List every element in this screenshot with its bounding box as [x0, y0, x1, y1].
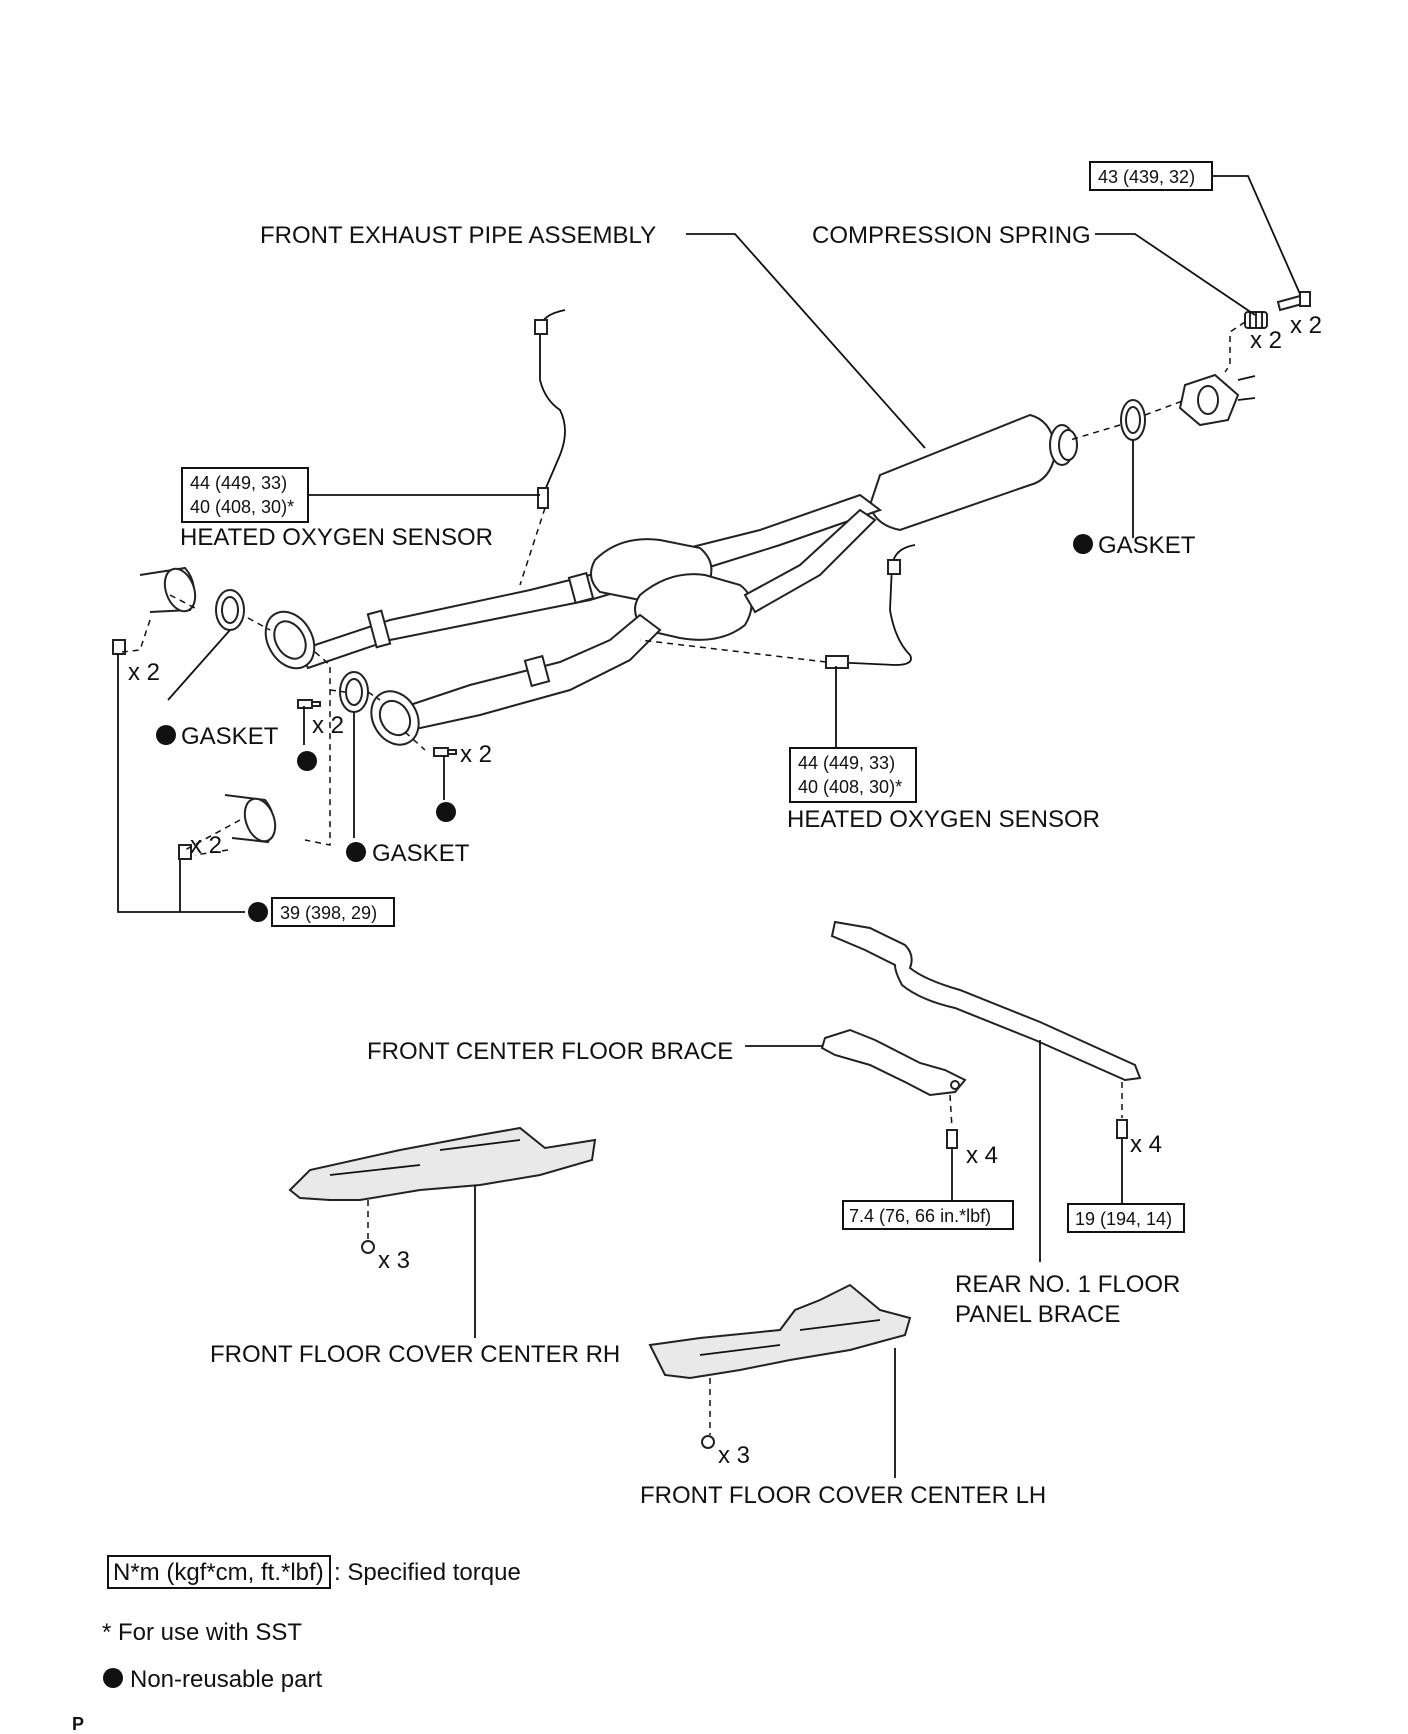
- bolt-b-drawing: [433, 747, 457, 757]
- rear-no1-floor-panel-brace-drawing: [830, 920, 1142, 1082]
- torque-box-rear-brace-bolt: 19 (194, 14): [1067, 1203, 1185, 1233]
- front-floor-cover-rh-drawing: [288, 1126, 597, 1201]
- front-floor-cover-lh-drawing: [648, 1283, 912, 1380]
- nonreusable-marker: [156, 725, 176, 745]
- legend-nonreusable-dot: [103, 1668, 123, 1688]
- torque-box-sensor-lower: 44 (449, 33) 40 (408, 30)*: [789, 747, 917, 803]
- cover-lh-nut-drawing: [701, 1435, 715, 1449]
- label-rear-no1-floor-brace-line1: REAR NO. 1 FLOOR: [955, 1271, 1180, 1298]
- bolt-a-drawing: [297, 699, 321, 709]
- qty-spring: x 2: [1250, 327, 1282, 354]
- qty-rear-brace-bolt: x 4: [1130, 1131, 1162, 1158]
- label-heated-oxygen-sensor-lower: HEATED OXYGEN SENSOR: [787, 806, 1100, 833]
- label-front-floor-cover-center-lh: FRONT FLOOR COVER CENTER LH: [640, 1482, 1046, 1509]
- svg-text:44 (449, 33): 44 (449, 33): [190, 473, 287, 493]
- svg-text:44 (449, 33): 44 (449, 33): [798, 753, 895, 773]
- left-nut-drawing: [112, 639, 126, 655]
- svg-text:19 (194, 14): 19 (194, 14): [1075, 1209, 1172, 1229]
- torque-box-spring-bolt: 43 (439, 32): [1089, 161, 1213, 191]
- label-gasket-left-lower: GASKET: [372, 840, 470, 867]
- label-front-exhaust-pipe-assembly: FRONT EXHAUST PIPE ASSEMBLY: [260, 222, 656, 249]
- label-front-center-floor-brace: FRONT CENTER FLOOR BRACE: [367, 1038, 733, 1065]
- svg-text:40 (408, 30)*: 40 (408, 30)*: [190, 497, 294, 517]
- front-exhaust-pipe-drawing: [264, 413, 1078, 746]
- compression-spring-drawing: [1244, 311, 1268, 329]
- nonreusable-marker: [248, 902, 268, 922]
- label-heated-oxygen-sensor-upper: HEATED OXYGEN SENSOR: [180, 524, 493, 551]
- legend-torque: N*m (kgf*cm, ft.*lbf) : Specified torque: [107, 1555, 521, 1589]
- label-front-floor-cover-center-rh: FRONT FLOOR COVER CENTER RH: [210, 1341, 620, 1368]
- front-brace-bolt-drawing: [946, 1129, 958, 1149]
- corner-mark: P: [72, 1714, 84, 1734]
- qty-spring-bolt: x 2: [1290, 312, 1322, 339]
- torque-box-front-brace-bolt: 7.4 (76, 66 in.*lbf): [842, 1200, 1014, 1230]
- qty-bolt-a: x 2: [312, 712, 344, 739]
- nonreusable-marker: [346, 842, 366, 862]
- svg-text:7.4 (76, 66 in.*lbf): 7.4 (76, 66 in.*lbf): [849, 1206, 991, 1226]
- torque-box-flange-nut: 39 (398, 29): [271, 897, 395, 927]
- qty-cover-rh-nut: x 3: [378, 1247, 410, 1274]
- legend-torque-desc: : Specified torque: [334, 1559, 521, 1586]
- label-rear-no1-floor-brace-line2: PANEL BRACE: [955, 1301, 1120, 1328]
- qty-left-nut: x 2: [128, 659, 160, 686]
- nonreusable-marker: [1073, 534, 1093, 554]
- qty-cover-lh-nut: x 3: [718, 1442, 750, 1469]
- heated-oxygen-sensor-lower-drawing: [825, 544, 916, 669]
- nonreusable-marker: [297, 751, 317, 771]
- label-gasket-left-upper: GASKET: [181, 723, 279, 750]
- spring-bolt-drawing: [1276, 291, 1311, 312]
- svg-text:43 (439, 32): 43 (439, 32): [1098, 167, 1195, 187]
- front-center-floor-brace-drawing: [820, 1028, 967, 1097]
- cover-rh-nut-drawing: [361, 1240, 375, 1254]
- rear-brace-bolt-drawing: [1116, 1119, 1128, 1139]
- legend-torque-units: N*m (kgf*cm, ft.*lbf): [113, 1559, 324, 1586]
- leader-lines: [117, 175, 1301, 1478]
- label-gasket-right: GASKET: [1098, 532, 1196, 559]
- qty-front-brace-bolt: x 4: [966, 1142, 998, 1169]
- upstream-pipe-drawing: [139, 566, 277, 844]
- qty-bolt-b: x 2: [460, 741, 492, 768]
- nonreusable-marker: [436, 802, 456, 822]
- legend-sst-note: * For use with SST: [102, 1619, 302, 1646]
- svg-text:39 (398, 29): 39 (398, 29): [280, 903, 377, 923]
- qty-lower-nut: x 2: [190, 832, 222, 859]
- label-compression-spring: COMPRESSION SPRING: [812, 222, 1091, 249]
- assembly-dashed-lines: [121, 321, 1246, 1435]
- legend-nonreusable: Non-reusable part: [130, 1666, 322, 1693]
- downstream-flange-drawing: [1178, 373, 1256, 427]
- svg-text:40 (408, 30)*: 40 (408, 30)*: [798, 777, 902, 797]
- torque-box-sensor-upper: 44 (449, 33) 40 (408, 30)*: [181, 467, 309, 523]
- heated-oxygen-sensor-upper-drawing: [534, 309, 566, 509]
